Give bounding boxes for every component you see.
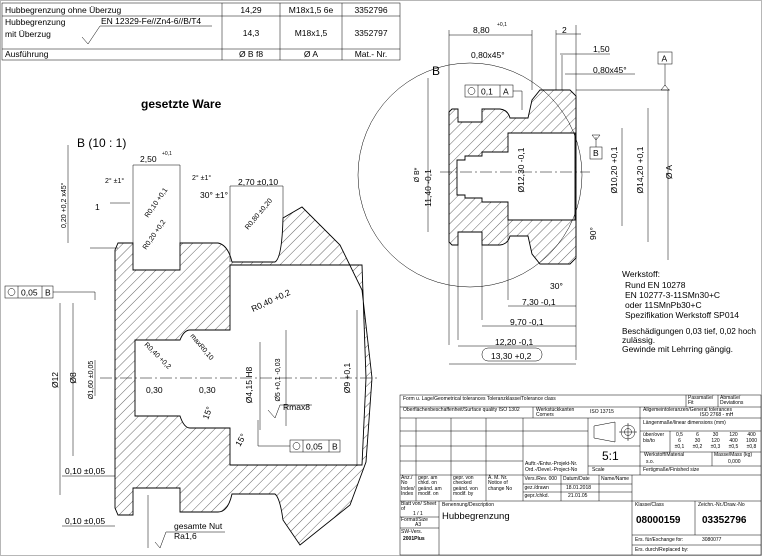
dim-0-30-a: 0,30: [146, 385, 163, 395]
row2-mat: 3352797: [354, 28, 387, 38]
detail-title: gesetzte Ware: [141, 97, 222, 111]
tolerance-frame-concentricity-inner: 0,05 B: [257, 420, 341, 453]
dim-8-80-tol: +0,1: [497, 22, 507, 28]
dim-8-80: 8,80: [473, 25, 490, 35]
dim-2-70: 2,70 ±0,10: [238, 177, 278, 187]
coating-spec: EN 12329-Fe//Zn4-6//B/T4: [101, 16, 201, 26]
angle-2b: 2° ±1°: [192, 174, 211, 182]
dim-9-70: 9,70 -0,1: [510, 317, 544, 327]
variant-table: Hubbegrenzung ohne Überzug 14,29 M18x1,5…: [1, 2, 401, 61]
concentricity-icon: [7, 288, 16, 296]
main-section-view: B 8,80 +0,1 2 1,50 0,80x45° 0,80x45° A 0…: [357, 22, 674, 365]
dim-2-50: 2,50: [140, 154, 157, 164]
angle-2a: 2° ±1°: [105, 177, 124, 185]
material-notes: Werkstoff: Rund EN 10278 EN 10277-3-11SM…: [622, 269, 756, 354]
angle-30: 30° ±1°: [200, 190, 228, 200]
groove-roughness-symbol: [147, 495, 225, 549]
tol-value: 0,05: [306, 442, 323, 452]
max-radius: maxR0,10: [188, 333, 214, 362]
concentricity-icon: [292, 442, 301, 450]
dim-2: 2: [562, 25, 567, 35]
dim-dia-12: Ø12: [50, 372, 60, 388]
material-line: EN 10277-3-11SMn30+C: [625, 290, 720, 300]
tol-value: 0,1: [481, 87, 493, 97]
title-block-grid: [399, 394, 762, 556]
material-title: Werkstoff:: [622, 269, 660, 279]
header-mat: Mat.- Nr.: [355, 49, 388, 59]
dim-dia-9: Ø9 +0,1: [342, 362, 352, 393]
detail-part-section: [114, 206, 373, 546]
datum-b: B: [593, 148, 599, 158]
tol-datum: B: [45, 288, 51, 298]
surface-symbol: [81, 25, 212, 45]
groove-note-1: gesamte Nut: [174, 521, 223, 531]
dim-dia-12-30: Ø12,30 -0,1: [516, 147, 526, 192]
row2-label2: mit Überzug: [5, 29, 51, 39]
row2-a: M18x1,5: [295, 28, 328, 38]
dim-0-10-a: 0,10 ±0,05: [65, 466, 105, 476]
dim-dia-5: Ø5 +0,1 -0,03: [275, 358, 282, 401]
detail-view-b: gesetzte Ware B (10 : 1) 2,50 +0,1 2° ±1…: [4, 97, 380, 549]
material-line: oder 11SMnPb30+C: [625, 300, 702, 310]
angle-15-a: 15°: [200, 405, 214, 421]
radius-0-40-b: R0,40 +0,2: [143, 341, 172, 370]
tol-datum: A: [503, 87, 509, 97]
chamfer-1: 0,80x45°: [471, 50, 505, 60]
radius-0-80: R0,80 ±0,20: [244, 198, 274, 232]
main-part-section: [448, 89, 577, 265]
dim-1: 1: [95, 202, 100, 212]
row2-b: 14,3: [243, 28, 260, 38]
roughness-rmax: Rmax8: [283, 402, 310, 412]
dim-dia-1-60: Ø1,60 ±0,05: [88, 361, 95, 400]
chamfer-0-20: 0,20 +0,2 x45°: [60, 182, 68, 228]
damage-note: Beschädigungen 0,03 tief, 0,02 hoch: [622, 326, 756, 336]
detail-circle: [357, 62, 583, 288]
angle-15-b: 15°: [233, 432, 248, 448]
tol-value: 0,05: [21, 288, 38, 298]
dim-0-10-b: 0,10 ±0,05: [65, 516, 105, 526]
radius-0-20: R0,20 +0,2: [142, 219, 168, 251]
radius-0-10: R0,10 +0,1: [144, 187, 170, 219]
thread-note: Gewinde mit Lehrring gängig.: [622, 344, 733, 354]
damage-note-2: zulässig.: [622, 335, 655, 345]
header-label: Ausführung: [5, 49, 49, 59]
row1-a: M18x1,5 6e: [289, 5, 334, 15]
dim-dia-10-20: Ø10,20 +0,1: [609, 146, 619, 193]
tol-datum: B: [332, 442, 338, 452]
dim-13-30: 13,30 +0,2: [491, 351, 532, 361]
header-b: Ø B f8: [239, 49, 263, 59]
material-line: Spezifikation Werkstoff SP014: [625, 310, 739, 320]
roughness-symbol: [267, 404, 312, 419]
dim-dia-14-20: Ø14,20 +0,1: [635, 146, 645, 193]
row1-mat: 3352796: [354, 5, 387, 15]
dim-dia-4-15: Ø4,15 H8: [244, 367, 254, 404]
detail-view-label: B (10 : 1): [77, 136, 126, 150]
projection-symbol: [593, 421, 637, 443]
dim-7-30: 7,30 -0,1: [522, 297, 556, 307]
row2-label1: Hubbegrenzung: [5, 17, 66, 27]
dim-dia-b: Ø B*: [414, 167, 421, 182]
radius-0-40-a: R0,40 +0,2: [250, 287, 292, 314]
angle-30-main: 30°: [550, 281, 563, 291]
dim-0-30-b: 0,30: [199, 385, 216, 395]
angle-90: 90°: [588, 227, 598, 240]
row1-label: Hubbegrenzung ohne Überzug: [5, 5, 122, 15]
header-a: Ø A: [304, 49, 319, 59]
dim-dia-a: Ø A: [664, 165, 674, 180]
chamfer-2: 0,80x45°: [593, 65, 627, 75]
row1-b: 14,29: [240, 5, 262, 15]
dim-12-20: 12,20 -0,1: [495, 337, 534, 347]
tolerance-frame-concentricity-left: 0,05 B: [4, 285, 96, 300]
groove-note-2: Ra1,6: [174, 531, 197, 541]
concentricity-icon: [467, 87, 476, 95]
datum-a: A: [662, 54, 668, 64]
material-line: Rund EN 10278: [625, 280, 686, 290]
dim-2-50-tol: +0,1: [162, 151, 172, 157]
detail-marker: B: [432, 64, 440, 78]
tolerance-frame-main: 0,1 A: [464, 84, 523, 110]
dim-1-50: 1,50: [593, 44, 610, 54]
